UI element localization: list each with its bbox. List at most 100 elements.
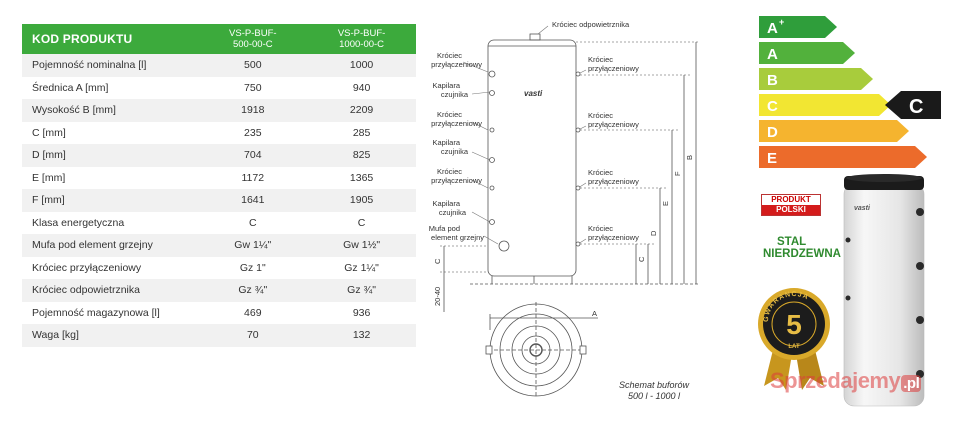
label-conn-left-1a: Króciec	[437, 51, 462, 60]
row-label: F [mm]	[32, 194, 65, 207]
label-conn-right-2b: przyłączeniowy	[588, 120, 639, 129]
row-label: Klasa energetyczna	[32, 216, 125, 229]
label-conn-right-4a: Króciec	[588, 224, 613, 233]
row-value: Gz 1¼"	[344, 261, 379, 274]
table-row: Pojemność nominalna [l] 500 1000	[22, 54, 416, 77]
dim-e: E	[661, 201, 670, 206]
row-value: 1641	[241, 194, 265, 207]
label-mufa-b: element grzejny	[431, 233, 484, 242]
bottom-view	[485, 302, 598, 398]
label-kap-1b: czujnika	[441, 90, 469, 99]
table-row: Klasa energetyczna C C	[22, 212, 416, 235]
row-value: Gz ¾"	[347, 284, 376, 297]
row-value: C	[357, 216, 366, 229]
row-value: Gw 1½"	[343, 239, 381, 252]
seal-years: 5	[786, 309, 802, 340]
table-row: F [mm] 1641 1905	[22, 189, 416, 212]
table-row: C [mm] 235 285	[22, 122, 416, 145]
tank-body	[487, 39, 577, 277]
tank-photo-brand: vasti	[854, 205, 871, 212]
energy-class-letter: C	[767, 98, 778, 115]
row-value: 235	[244, 126, 262, 139]
label-conn-left-2a: Króciec	[437, 110, 462, 119]
table-row: Wysokość B [mm] 1918 2209	[22, 99, 416, 122]
energy-bar-b	[759, 68, 873, 90]
connector-left-1	[488, 70, 496, 78]
label-conn-right-4b: przyłączeniowy	[588, 233, 639, 242]
energy-class-letter: A	[767, 46, 778, 63]
energy-class-letter: D	[767, 124, 778, 141]
row-label: Pojemność magazynowa [l]	[32, 306, 160, 319]
energy-class-letter: A	[767, 20, 778, 37]
header-kod-produktu: KOD PRODUKTU	[22, 24, 199, 54]
warranty-seal: GWARANCJA 5 LAT	[758, 288, 830, 390]
row-value: 500	[244, 59, 262, 72]
row-value: 1905	[349, 194, 374, 207]
selected-class-letter: C	[909, 96, 923, 118]
row-value: 1172	[241, 171, 265, 184]
row-label: Pojemność nominalna [l]	[32, 59, 147, 72]
header-model-500: VS-P-BUF-500-00-C	[198, 24, 308, 54]
energy-class-letter: E	[767, 150, 777, 167]
label-odpowietrznik: Króciec odpowietrznika	[552, 20, 630, 29]
row-value: 940	[352, 81, 371, 94]
selected-class-arrow	[885, 91, 941, 119]
label-conn-left-3a: Króciec	[437, 167, 462, 176]
label-conn-right-1b: przyłączeniowy	[588, 64, 639, 73]
energy-class-sup: +	[779, 17, 784, 27]
spec-table-header: KOD PRODUKTU VS-P-BUF-500-00-C VS-P-BUF-…	[22, 24, 416, 54]
label-conn-right-3a: Króciec	[588, 168, 613, 177]
row-value: 70	[246, 329, 259, 342]
energy-bar-d	[759, 120, 909, 142]
row-value: 1365	[349, 171, 374, 184]
dim-c-right: C	[637, 256, 646, 262]
energy-bar-e	[759, 146, 927, 168]
label-conn-right-3b: przyłączeniowy	[588, 177, 639, 186]
energy-bar-a	[759, 42, 855, 64]
heater-socket	[498, 240, 510, 252]
label-conn-left-3b: przyłączeniowy	[431, 176, 482, 185]
label-conn-left-1b: przyłączeniowy	[431, 60, 482, 69]
badge-polski: POLSKI	[762, 205, 820, 215]
dim-b: B	[685, 155, 694, 160]
energy-bar-c	[759, 94, 891, 116]
label-mufa-a: Mufa pod	[429, 224, 460, 233]
row-value: C	[248, 216, 257, 229]
row-label: C [mm]	[32, 126, 66, 139]
row-value: 750	[244, 81, 262, 94]
dim-20-40: 20-40	[433, 287, 442, 306]
watermark: Sprzedajemy.pl	[770, 368, 922, 393]
row-value: 936	[352, 306, 371, 319]
label-conn-right-2a: Króciec	[588, 111, 613, 120]
tank-brand: vasti	[524, 89, 543, 98]
label-kap-1a: Kapilara	[432, 81, 460, 90]
row-value: 285	[352, 126, 371, 139]
row-label: Króciec odpowietrznika	[32, 284, 140, 297]
row-value: 1000	[349, 59, 374, 72]
label-kap-3b: czujnika	[439, 208, 467, 217]
row-label: D [mm]	[32, 149, 66, 162]
dim-d: D	[649, 230, 658, 236]
dim-f: F	[673, 171, 682, 176]
row-value: 1918	[241, 104, 265, 117]
row-value: 2209	[349, 104, 374, 117]
row-label: Wysokość B [mm]	[32, 104, 116, 117]
